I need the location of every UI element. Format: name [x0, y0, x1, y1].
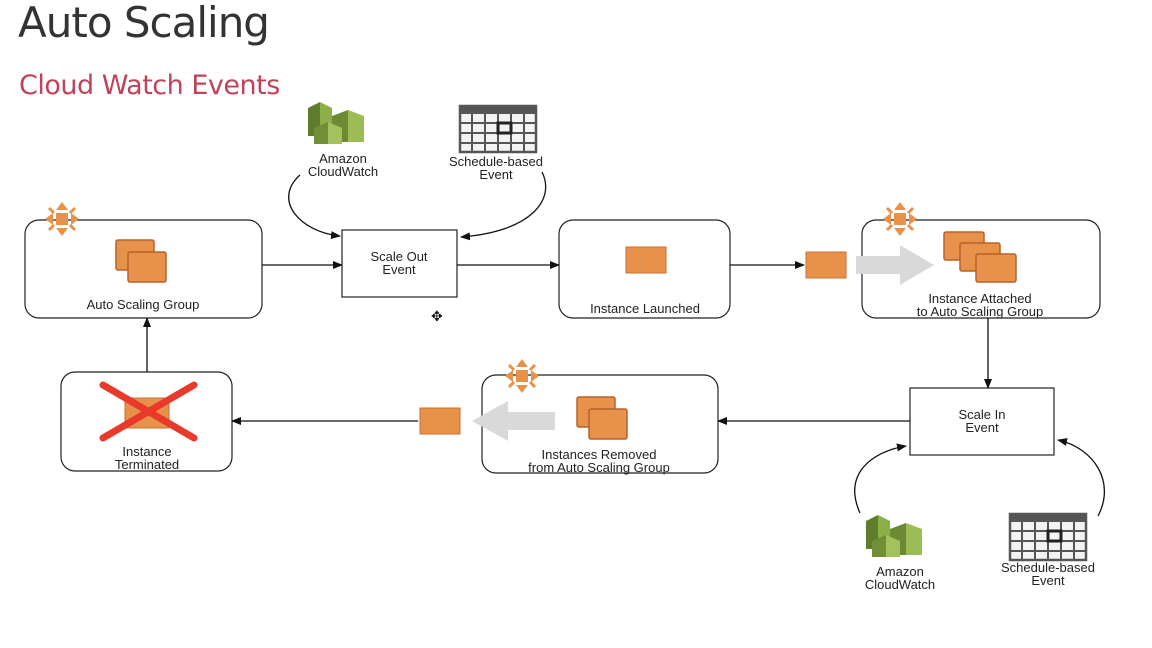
- instance-icon: [419, 407, 461, 435]
- removed-label-1: Instances Removed: [542, 447, 657, 462]
- scale-out-event-node: Scale Out Event: [341, 229, 458, 298]
- slide-title: Auto Scaling: [18, 0, 270, 47]
- cloudwatch-label-2: CloudWatch: [308, 164, 378, 179]
- cloudwatch-label-2: CloudWatch: [865, 577, 935, 592]
- scale-out-label-2: Event: [382, 262, 416, 277]
- scale-in-label-2: Event: [965, 420, 999, 435]
- launched-label: Instance Launched: [590, 301, 700, 316]
- scale-out-label-1: Scale Out: [370, 249, 427, 264]
- attached-label-2: to Auto Scaling Group: [917, 304, 1043, 319]
- auto-scaling-icon: [503, 357, 541, 395]
- schedule-label-1: Schedule-based: [449, 154, 543, 169]
- calendar-icon: [1008, 512, 1088, 562]
- instance-terminated-node: Instance Terminated: [60, 371, 233, 472]
- attached-label-1: Instance Attached: [928, 291, 1031, 306]
- schedule-trigger-bottom: Schedule-based Event: [1001, 438, 1105, 588]
- cloudwatch-trigger-bottom: Amazon CloudWatch: [854, 443, 935, 592]
- flow-arrows: [143, 261, 992, 425]
- auto-scaling-icon: [43, 200, 81, 238]
- cloudwatch-label-1: Amazon: [319, 151, 367, 166]
- schedule-label-1: Schedule-based: [1001, 560, 1095, 575]
- schedule-trigger-top: Schedule-based Event: [449, 104, 547, 241]
- instance-attached-node: Instance Attached to Auto Scaling Group: [861, 200, 1101, 319]
- calendar-icon: [458, 104, 538, 154]
- red-x-icon: [99, 381, 198, 442]
- fat-arrow-icon: [856, 245, 934, 285]
- removed-label-2: from Auto Scaling Group: [528, 460, 670, 475]
- instances-removed-node: Instances Removed from Auto Scaling Grou…: [481, 357, 719, 475]
- auto-scaling-group-node: Auto Scaling Group: [24, 200, 263, 319]
- move-cursor-icon: ✥: [431, 309, 443, 325]
- scale-in-event-node: Scale In Event: [909, 387, 1055, 456]
- schedule-label-2: Event: [1031, 573, 1065, 588]
- terminated-label-1: Instance: [122, 444, 171, 459]
- instance-launched-node: Instance Launched: [558, 219, 731, 319]
- cloudwatch-label-1: Amazon: [876, 564, 924, 579]
- instances-icon: [943, 231, 1017, 283]
- cloudwatch-icon: [308, 102, 364, 144]
- instance-icon: [625, 246, 667, 274]
- auto-scaling-icon: [881, 200, 919, 238]
- instance-icon: [805, 251, 847, 279]
- schedule-label-2: Event: [479, 167, 513, 182]
- terminated-label-2: Terminated: [115, 457, 179, 472]
- fat-arrow-icon: [472, 401, 555, 441]
- slide-subtitle: Cloud Watch Events: [19, 70, 280, 101]
- asg-label: Auto Scaling Group: [87, 297, 200, 312]
- scale-in-label-1: Scale In: [959, 407, 1006, 422]
- cloudwatch-icon: [866, 515, 922, 557]
- cloudwatch-trigger-top: Amazon CloudWatch: [288, 102, 378, 240]
